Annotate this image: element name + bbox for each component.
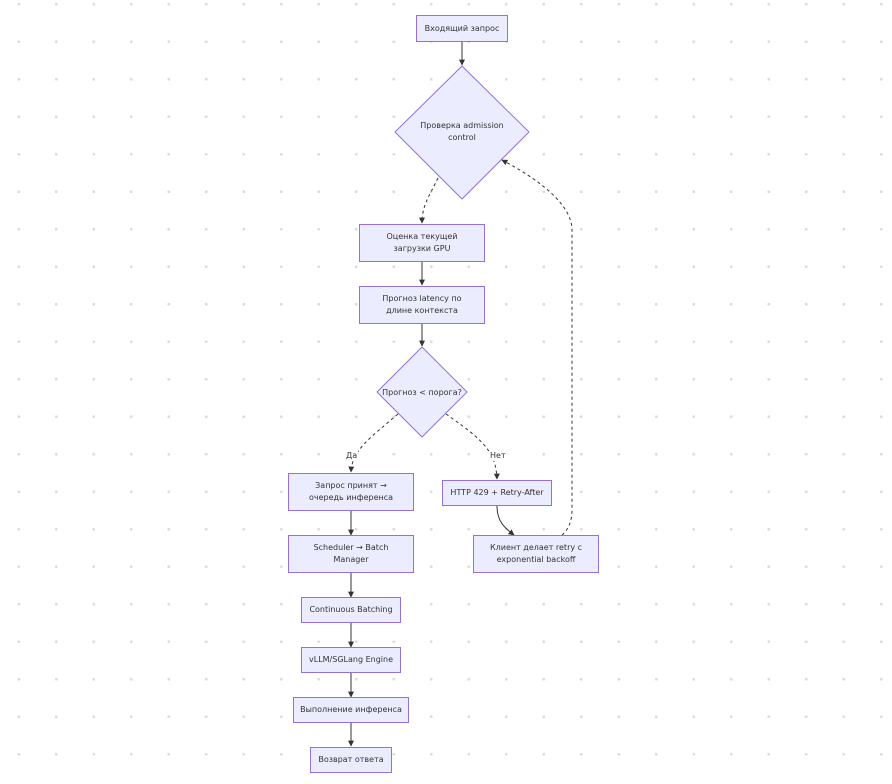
edge-retry-to-admission xyxy=(501,159,573,536)
threshold-check-diamond xyxy=(376,346,468,438)
node-client-retry: Клиент делает retry с exponential backof… xyxy=(473,535,599,573)
edge-admission-to-gpu-load xyxy=(419,177,439,224)
edge-threshold-yes xyxy=(348,413,399,473)
admission-check-label: Проверка admission control xyxy=(420,121,504,142)
node-inference: Выполнение инференса xyxy=(293,697,409,723)
node-incoming-request: Входящий запрос xyxy=(416,15,508,42)
edge-label-no: Нет xyxy=(489,451,507,461)
edge-429-to-retry xyxy=(496,505,515,536)
node-threshold-check: Прогноз < порога? xyxy=(377,384,467,402)
node-gpu-load: Оценка текущей загрузки GPU xyxy=(359,224,485,262)
node-engine: vLLM/SGLang Engine xyxy=(301,647,401,673)
admission-check-diamond xyxy=(394,65,530,200)
edge-label-yes: Да xyxy=(345,451,359,461)
node-admission-check: Проверка admission control xyxy=(410,112,514,152)
node-request-accepted: Запрос принят → очередь инференса xyxy=(288,473,414,511)
node-scheduler: Scheduler → Batch Manager xyxy=(288,535,414,573)
node-return-response: Возврат ответа xyxy=(310,747,392,773)
threshold-check-label: Прогноз < порога? xyxy=(382,388,462,397)
node-continuous-batching: Continuous Batching xyxy=(301,597,401,623)
edge-threshold-no xyxy=(445,413,500,480)
node-http-429: HTTP 429 + Retry-After xyxy=(442,480,552,506)
node-latency-forecast: Прогноз latency по длине контекста xyxy=(359,286,485,324)
